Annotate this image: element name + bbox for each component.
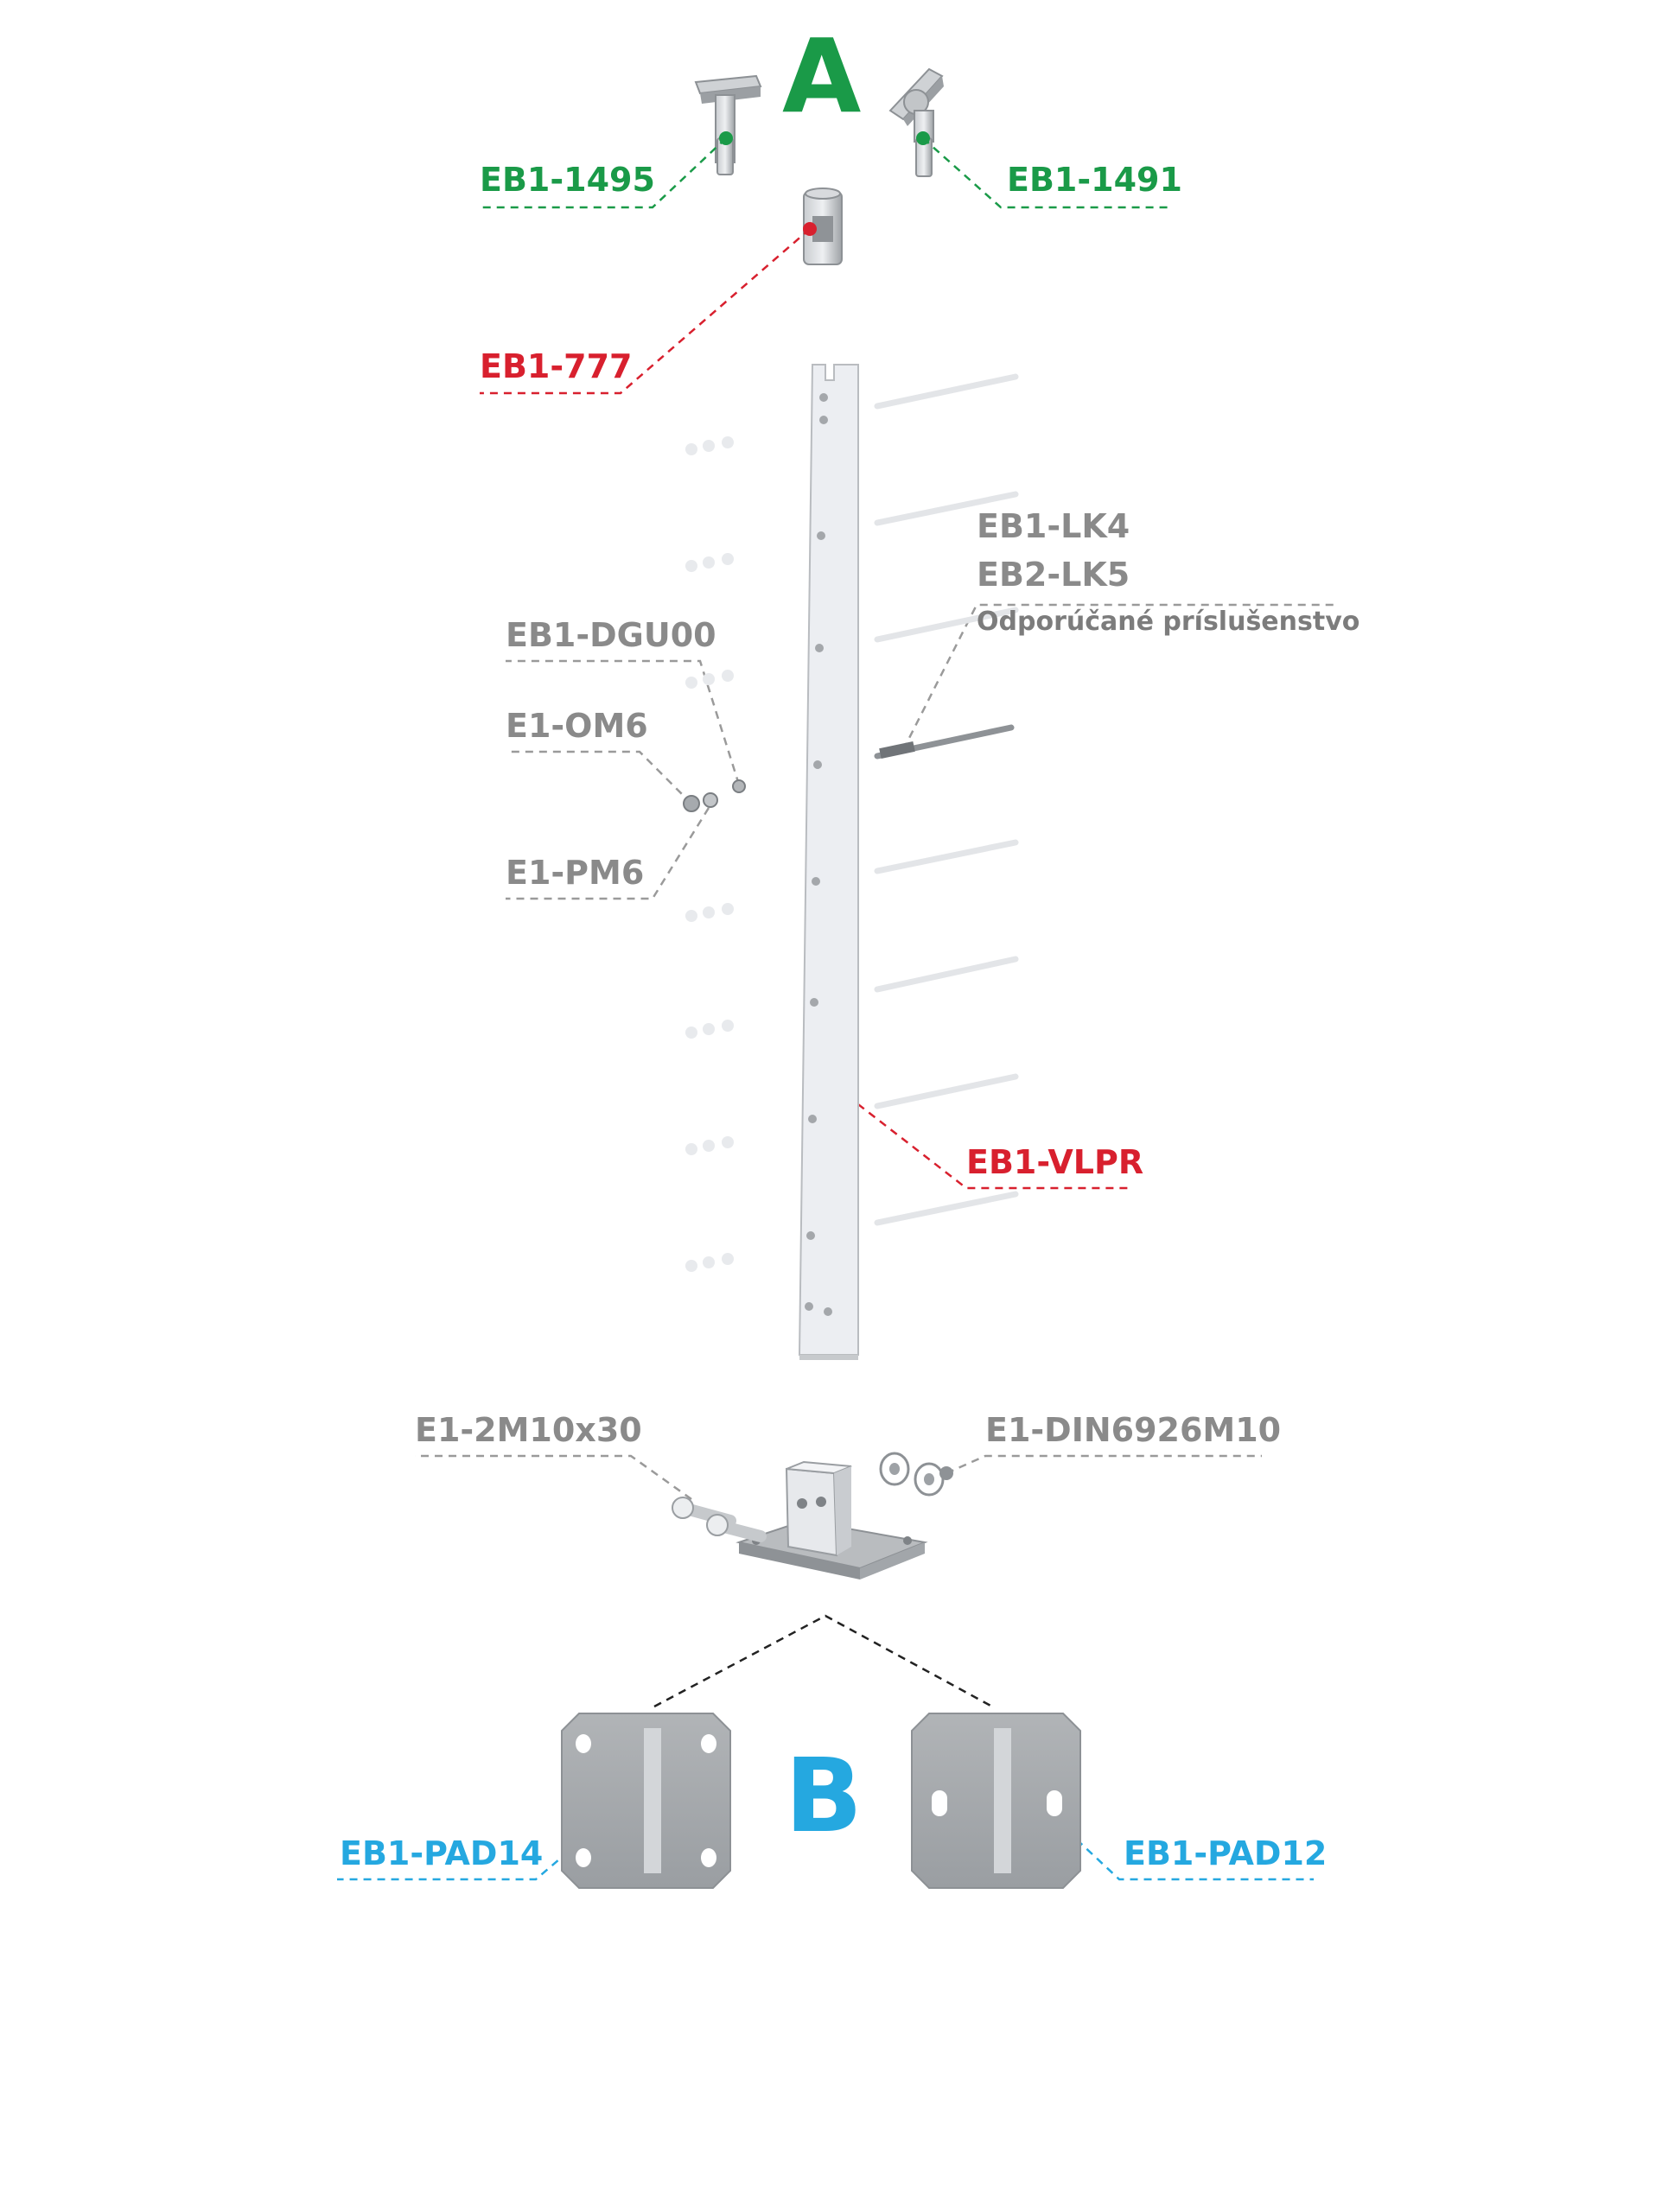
leader-e1-om6 (506, 750, 692, 804)
label-eb1-1491: EB1-1491 (1007, 161, 1182, 199)
leader-e1-2m10x30 (415, 1454, 692, 1501)
label-eb2-lk5: EB2-LK5 (977, 556, 1130, 594)
leader-eb1-1491 (922, 137, 1171, 209)
section-a-letter: A (782, 16, 862, 136)
label-recommended-accessories: Odporúčané príslušenstvo (977, 607, 1360, 637)
leader-eb1-pad14 (337, 1833, 590, 1881)
top-connector-part (803, 188, 843, 265)
cable-tensioner-highlighted (874, 724, 1015, 760)
leader-eb1-dgu00 (506, 659, 741, 785)
cable-tensioners-faded (874, 373, 1019, 1226)
leader-e1-din6926m10 (946, 1454, 1262, 1475)
base-pad-eb1-pad12-part (911, 1713, 1081, 1889)
nut-sets-faded (685, 436, 734, 1272)
label-eb1-777: EB1-777 (480, 347, 633, 385)
base-pad-eb1-pad14-part (561, 1713, 731, 1889)
leader-eb1-777 (480, 228, 811, 395)
leader-base-to-pads (653, 1614, 993, 1708)
label-eb1-dgu00: EB1-DGU00 (506, 616, 716, 654)
label-eb1-pad12: EB1-PAD12 (1124, 1834, 1328, 1872)
base-bracket-part (735, 1460, 928, 1580)
section-b-letter: B (785, 1736, 863, 1855)
label-eb1-vlpr: EB1-VLPR (966, 1143, 1144, 1181)
leader-eb1-1495 (480, 137, 727, 209)
label-e1-din6926m10: E1-DIN6926M10 (985, 1411, 1282, 1449)
bolts-e1-2m10x30 (672, 1497, 767, 1542)
post-eb1-vlpr-part (798, 364, 859, 1360)
washers-e1-din6926m10 (879, 1452, 953, 1497)
handrail-holder-t-part (694, 74, 762, 175)
label-eb1-pad14: EB1-PAD14 (340, 1834, 544, 1872)
leader-eb1-lk (901, 603, 1335, 751)
label-eb1-1495: EB1-1495 (480, 161, 655, 199)
nut-set-highlighted (683, 779, 746, 812)
label-e1-2m10x30: E1-2M10x30 (415, 1411, 642, 1449)
label-e1-om6: E1-OM6 (506, 707, 648, 745)
label-e1-pm6: E1-PM6 (506, 854, 645, 892)
label-eb1-lk4: EB1-LK4 (977, 507, 1130, 545)
leader-eb1-pad12 (1066, 1829, 1314, 1881)
handrail-holder-angled-part (888, 67, 944, 177)
